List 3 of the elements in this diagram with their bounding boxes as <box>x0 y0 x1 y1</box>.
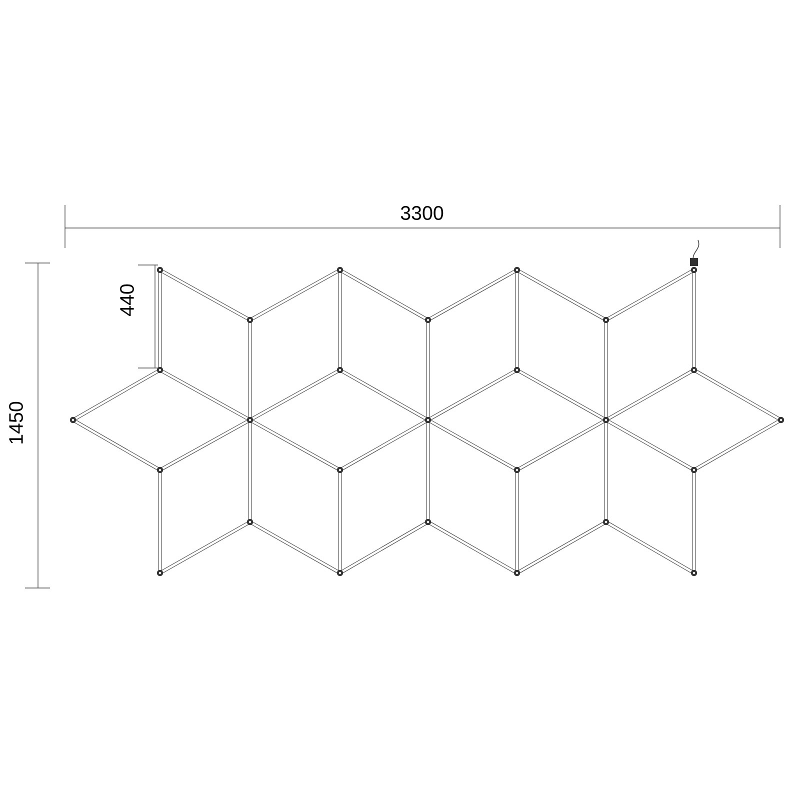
dimension-label: 1450 <box>9 402 23 444</box>
dimension-label: 3300 <box>400 206 444 220</box>
dimension-label: 440 <box>120 284 134 316</box>
